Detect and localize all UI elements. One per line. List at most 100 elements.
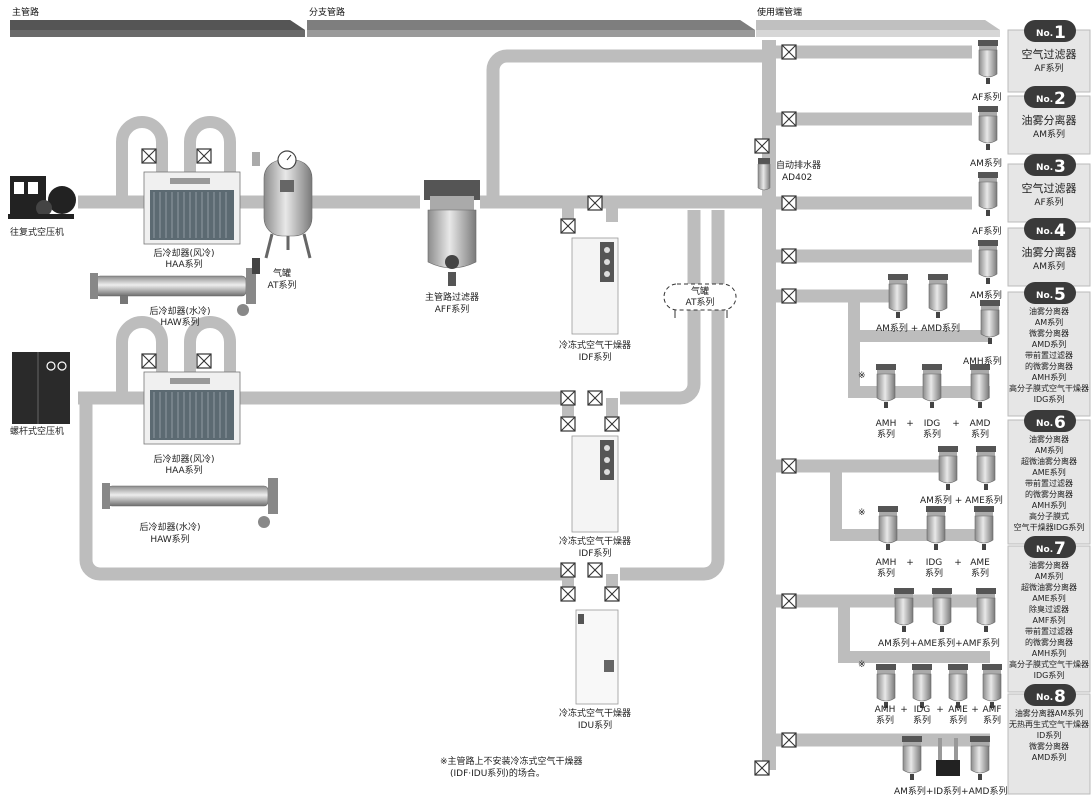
- card-line: 空气干燥器IDG系列: [1014, 522, 1085, 532]
- series-cards: No.1空气过滤器AF系列No.2油雾分离器AM系列No.3空气过滤器AF系列N…: [1007, 20, 1091, 795]
- at2-label: 气罐: [691, 285, 709, 297]
- card-no-prefix: No.: [1036, 545, 1053, 555]
- r7a-label: AM系列+AME系列+AMF系列: [878, 637, 1000, 649]
- card-number: 3: [1054, 157, 1066, 177]
- card-line: 除臭过滤器: [1029, 604, 1069, 614]
- svg-text:系列: 系列: [923, 428, 941, 440]
- svg-text:+: +: [954, 558, 962, 568]
- card-number-badge: [1024, 684, 1076, 706]
- r5c-labels: AMH 系列 + IDG 系列 + AMD 系列: [876, 419, 991, 440]
- card-number: 7: [1054, 539, 1066, 559]
- idf-dryer-icon: [571, 237, 619, 335]
- haw-aftercooler-icon: [90, 258, 260, 316]
- card-line: 微雾分离器: [1029, 328, 1069, 338]
- air-tank-icon: [252, 150, 313, 259]
- card-line: AMH系列: [1032, 372, 1066, 382]
- note-line-2: (IDF·IDU系列)的场合。: [450, 767, 545, 779]
- svg-text:+: +: [900, 705, 908, 715]
- at2-series: AT系列: [686, 296, 715, 308]
- card-line: AM系列: [1035, 317, 1063, 327]
- auto-drain-label: 自动排水器: [776, 159, 821, 171]
- auto-drain-model: AD402: [782, 173, 812, 183]
- svg-text:+: +: [936, 705, 944, 715]
- card-no-5: No.5油雾分离器AM系列微雾分离器AMD系列带前置过滤器的微雾分离器AMH系列…: [1007, 282, 1091, 417]
- card-number-badge: [1024, 218, 1076, 240]
- card-line: AMF系列: [1033, 615, 1066, 625]
- svg-text:AMF: AMF: [982, 705, 1001, 715]
- idf-label-1: 冷冻式空气干燥器: [559, 339, 631, 351]
- note-mark-6: ※: [858, 508, 866, 518]
- am2-label: AM系列: [970, 157, 1002, 169]
- svg-text:+: +: [906, 558, 914, 568]
- card-no-prefix: No.: [1036, 29, 1053, 39]
- reciprocating-compressor-label: 往复式空压机: [10, 226, 64, 238]
- screw-compressor-label: 螺杆式空压机: [10, 425, 64, 437]
- card-line: AM系列: [1035, 571, 1063, 581]
- card-line: 高分子膜式空气干燥器: [1009, 383, 1089, 393]
- reciprocating-compressor-icon: [8, 176, 76, 219]
- card-line: AME系列: [1032, 593, 1065, 603]
- card-line: 油雾分离器: [1029, 560, 1069, 570]
- card-number: 5: [1054, 285, 1066, 305]
- svg-text:系列: 系列: [925, 567, 943, 579]
- header-terminal-label: 使用端管端: [757, 6, 802, 18]
- idf-label-2: 冷冻式空气干燥器: [559, 535, 631, 547]
- haa-label-2: 后冷却器(风冷): [153, 453, 214, 465]
- haw-label-1: 后冷却器(水冷): [149, 305, 210, 317]
- idu-dryer-icon: [575, 609, 619, 705]
- card-line: ID系列: [1037, 730, 1062, 740]
- card-number-badge: [1024, 536, 1076, 558]
- haa-series-2: HAA系列: [165, 464, 202, 476]
- card-line: 微雾分离器: [1029, 741, 1069, 751]
- card-line: AM系列: [1033, 128, 1065, 140]
- svg-text:系列: 系列: [971, 567, 989, 579]
- card-number-badge: [1024, 410, 1076, 432]
- optional-air-tank: [663, 283, 737, 318]
- card-line: 空气过滤器: [1022, 181, 1077, 195]
- card-line: IDG系列: [1034, 670, 1065, 680]
- card-line: IDG系列: [1034, 394, 1065, 404]
- svg-text:系列: 系列: [949, 714, 967, 726]
- card-no-prefix: No.: [1036, 693, 1053, 703]
- svg-text:+: +: [906, 419, 914, 429]
- card-line: 的微雾分离器: [1025, 489, 1073, 499]
- aff-label: 主管路过滤器: [425, 291, 479, 303]
- header-main-label: 主管路: [12, 6, 39, 18]
- card-line: 油雾分离器: [1022, 245, 1077, 259]
- idf-series-2: IDF系列: [579, 547, 612, 559]
- card-no-7: No.7油雾分离器AM系列超微油雾分离器AME系列除臭过滤器AMF系列带前置过滤…: [1007, 536, 1091, 693]
- card-line: 空气过滤器: [1022, 47, 1077, 61]
- card-number: 8: [1054, 687, 1066, 707]
- svg-text:IDG: IDG: [924, 419, 941, 429]
- svg-text:+: +: [971, 705, 979, 715]
- r5a-label: AM系列 + AMD系列: [876, 322, 960, 334]
- at-series: AT系列: [268, 279, 297, 291]
- card-line: 油雾分离器: [1022, 113, 1077, 127]
- card-line: 的微雾分离器: [1025, 637, 1073, 647]
- card-line: 高分子膜式: [1029, 511, 1069, 521]
- svg-text:系列: 系列: [877, 567, 895, 579]
- screw-compressor-icon: [12, 352, 70, 424]
- card-number: 1: [1054, 23, 1066, 43]
- svg-text:系列: 系列: [876, 714, 894, 726]
- haa-aftercooler-icon-2: [143, 371, 241, 445]
- haw-series-2: HAW系列: [150, 533, 189, 545]
- card-line: 油雾分离器: [1029, 306, 1069, 316]
- card-line: AMH系列: [1032, 648, 1066, 658]
- haa-series-1: HAA系列: [165, 258, 202, 270]
- card-number: 6: [1054, 413, 1066, 433]
- svg-text:AMD: AMD: [970, 419, 991, 429]
- card-line: 无热再生式空气干燥器: [1009, 719, 1089, 729]
- note-mark-5: ※: [858, 371, 866, 381]
- aff-series: AFF系列: [435, 303, 470, 315]
- card-no-prefix: No.: [1036, 419, 1053, 429]
- svg-text:IDG: IDG: [926, 558, 943, 568]
- idf-series-1: IDF系列: [579, 351, 612, 363]
- header-bars: [10, 20, 1000, 37]
- card-no-6: No.6油雾分离器AM系列超微油雾分离器AME系列带前置过滤器的微雾分离器AMH…: [1007, 410, 1091, 545]
- haw-label-2: 后冷却器(水冷): [139, 521, 200, 533]
